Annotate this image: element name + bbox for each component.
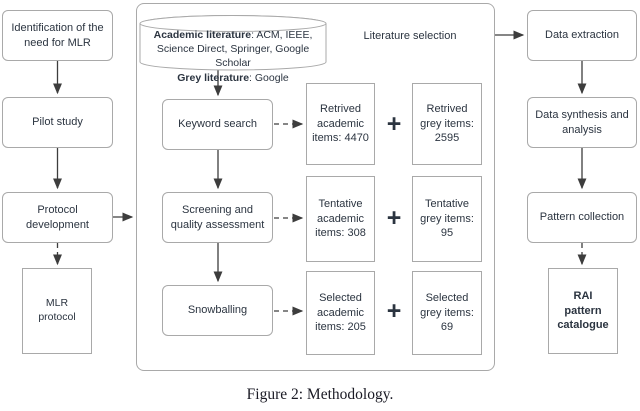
cylinder-shape (139, 15, 327, 71)
snowballing-box: Snowballing (162, 285, 273, 336)
academic-literature-list: : ACM, IEEE, Science Direct, Springer, G… (156, 29, 313, 70)
selected-academic-label: Selected academic items: 205 (315, 292, 366, 334)
data-synthesis-label: Data synthesis and analysis (535, 108, 629, 136)
mlr-protocol-label: MLR protocol (38, 297, 76, 323)
selected-academic-box: Selected academic items: 205 (306, 271, 375, 355)
rai-pattern-catalogue-box: RAI pattern catalogue (548, 268, 618, 354)
identification-need-label: Identification of the need for MLR (11, 21, 104, 49)
retrieved-academic-box: Retrived academic items: 4470 (306, 83, 375, 165)
snowballing-label: Snowballing (187, 304, 248, 317)
tentative-academic-label: Tentative academic items: 308 (315, 198, 366, 240)
pilot-study-label: Pilot study (32, 116, 83, 129)
keyword-search-label: Keyword search (178, 118, 257, 131)
retrieved-grey-box: Retrived grey items: 2595 (412, 83, 482, 165)
literature-selection-container (136, 3, 495, 371)
plus-sign-row2: + (386, 204, 402, 232)
data-synthesis-box: Data synthesis and analysis (527, 97, 637, 148)
figure-caption: Figure 2: Methodology. (246, 386, 394, 403)
screening-box: Screening and quality assessment (162, 192, 273, 243)
keyword-search-box: Keyword search (162, 99, 273, 150)
plus-sign-row3: + (386, 297, 402, 325)
selected-grey-box: Selected grey items: 69 (412, 271, 482, 355)
rai-pattern-catalogue-label: RAI pattern catalogue (557, 290, 609, 332)
academic-literature-label: Academic literature (153, 29, 252, 41)
pattern-collection-box: Pattern collection (527, 192, 637, 243)
protocol-development-label: Protocol development (26, 203, 89, 231)
identification-need-box: Identification of the need for MLR (2, 10, 113, 61)
protocol-development-box: Protocol development (2, 192, 113, 243)
plus-sign-row1: + (386, 110, 402, 138)
literature-sources-text: Academic literature: ACM, IEEE, Science … (143, 28, 323, 85)
literature-selection-title: Literature selection (363, 30, 457, 42)
tentative-grey-label: Tentative grey items: 95 (420, 198, 474, 240)
pilot-study-box: Pilot study (2, 97, 113, 148)
selected-grey-label: Selected grey items: 69 (420, 292, 474, 334)
pattern-collection-label: Pattern collection (539, 211, 625, 224)
tentative-grey-box: Tentative grey items: 95 (412, 176, 482, 262)
literature-sources-cylinder: Academic literature: ACM, IEEE, Science … (139, 14, 327, 84)
screening-label: Screening and quality assessment (170, 203, 265, 231)
grey-literature-label: Grey literature (177, 71, 250, 84)
retrieved-grey-label: Retrived grey items: 2595 (420, 103, 474, 145)
data-extraction-label: Data extraction (545, 29, 619, 42)
grey-literature-list: : Google (249, 71, 289, 84)
tentative-academic-box: Tentative academic items: 308 (306, 176, 375, 262)
mlr-protocol-box: MLR protocol (22, 268, 92, 354)
data-extraction-box: Data extraction (527, 10, 637, 61)
retrieved-academic-label: Retrived academic items: 4470 (312, 103, 369, 145)
